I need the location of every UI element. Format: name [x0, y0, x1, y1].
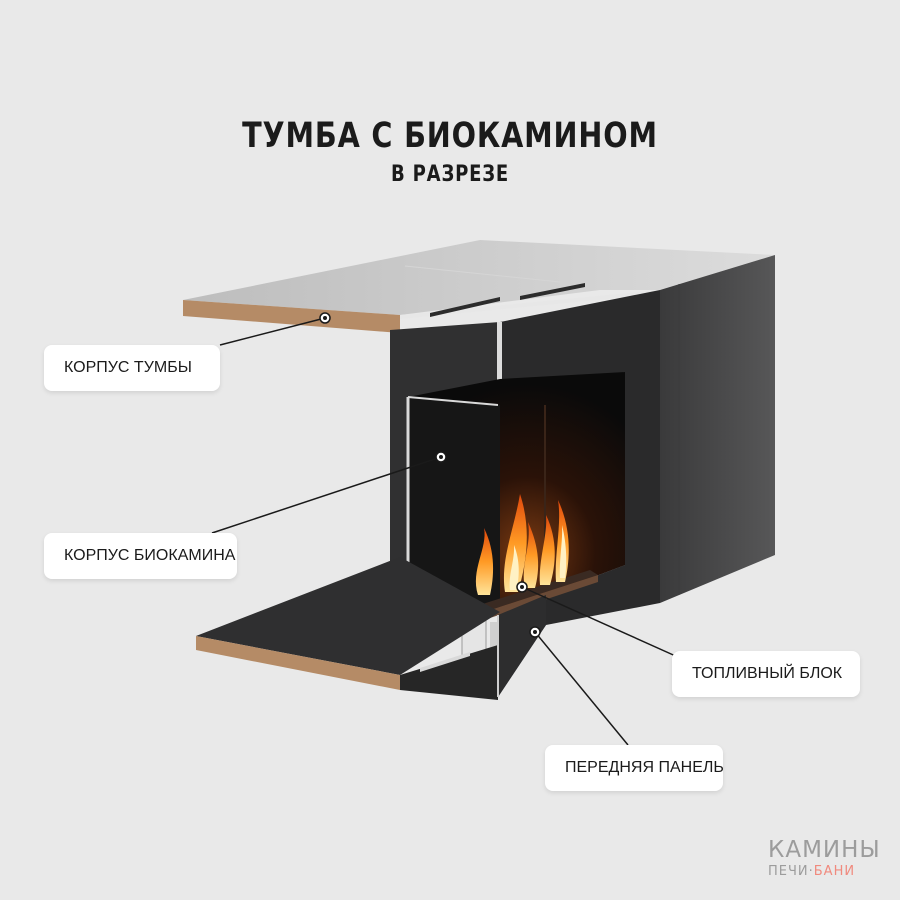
logo-text-bottom-right: БАНИ — [813, 864, 856, 879]
cabinet-bottom-panel — [196, 557, 546, 700]
leader-lines — [211, 317, 681, 746]
cabinet-right-wall — [660, 255, 775, 603]
label-fireplace-body: КОРПУС БИОКАМИНА — [44, 533, 237, 579]
label-cabinet-body: КОРПУС ТУМБЫ — [44, 345, 220, 391]
callout-dots — [319, 312, 541, 638]
page-title: ТУМБА С БИОКАМИНОМ — [242, 116, 658, 156]
label-front-panel: ПЕРЕДНЯЯ ПАНЕЛЬ — [545, 745, 724, 791]
brand-logo: КАМИНЫ ПЕЧИ·БАНИ — [760, 835, 885, 885]
page-subtitle: В РАЗРЕЗЕ — [390, 162, 510, 187]
flames — [475, 494, 569, 595]
logo-text-bottom-left: ПЕЧИ· — [768, 864, 814, 879]
cabinet-top-panel — [183, 240, 775, 333]
leader-line-fuel-block — [521, 586, 681, 659]
label-fuel-block: ТОПЛИВНЫЙ БЛОК — [672, 651, 860, 697]
logo-text-top: КАМИНЫ — [768, 837, 881, 863]
fireplace-cavity — [406, 372, 625, 625]
leader-line-fireplace-body — [211, 456, 442, 534]
leader-line-front-panel — [534, 631, 629, 746]
logo-text-bottom: ПЕЧИ·БАНИ — [768, 864, 855, 879]
leader-line-cabinet-body — [219, 317, 326, 346]
